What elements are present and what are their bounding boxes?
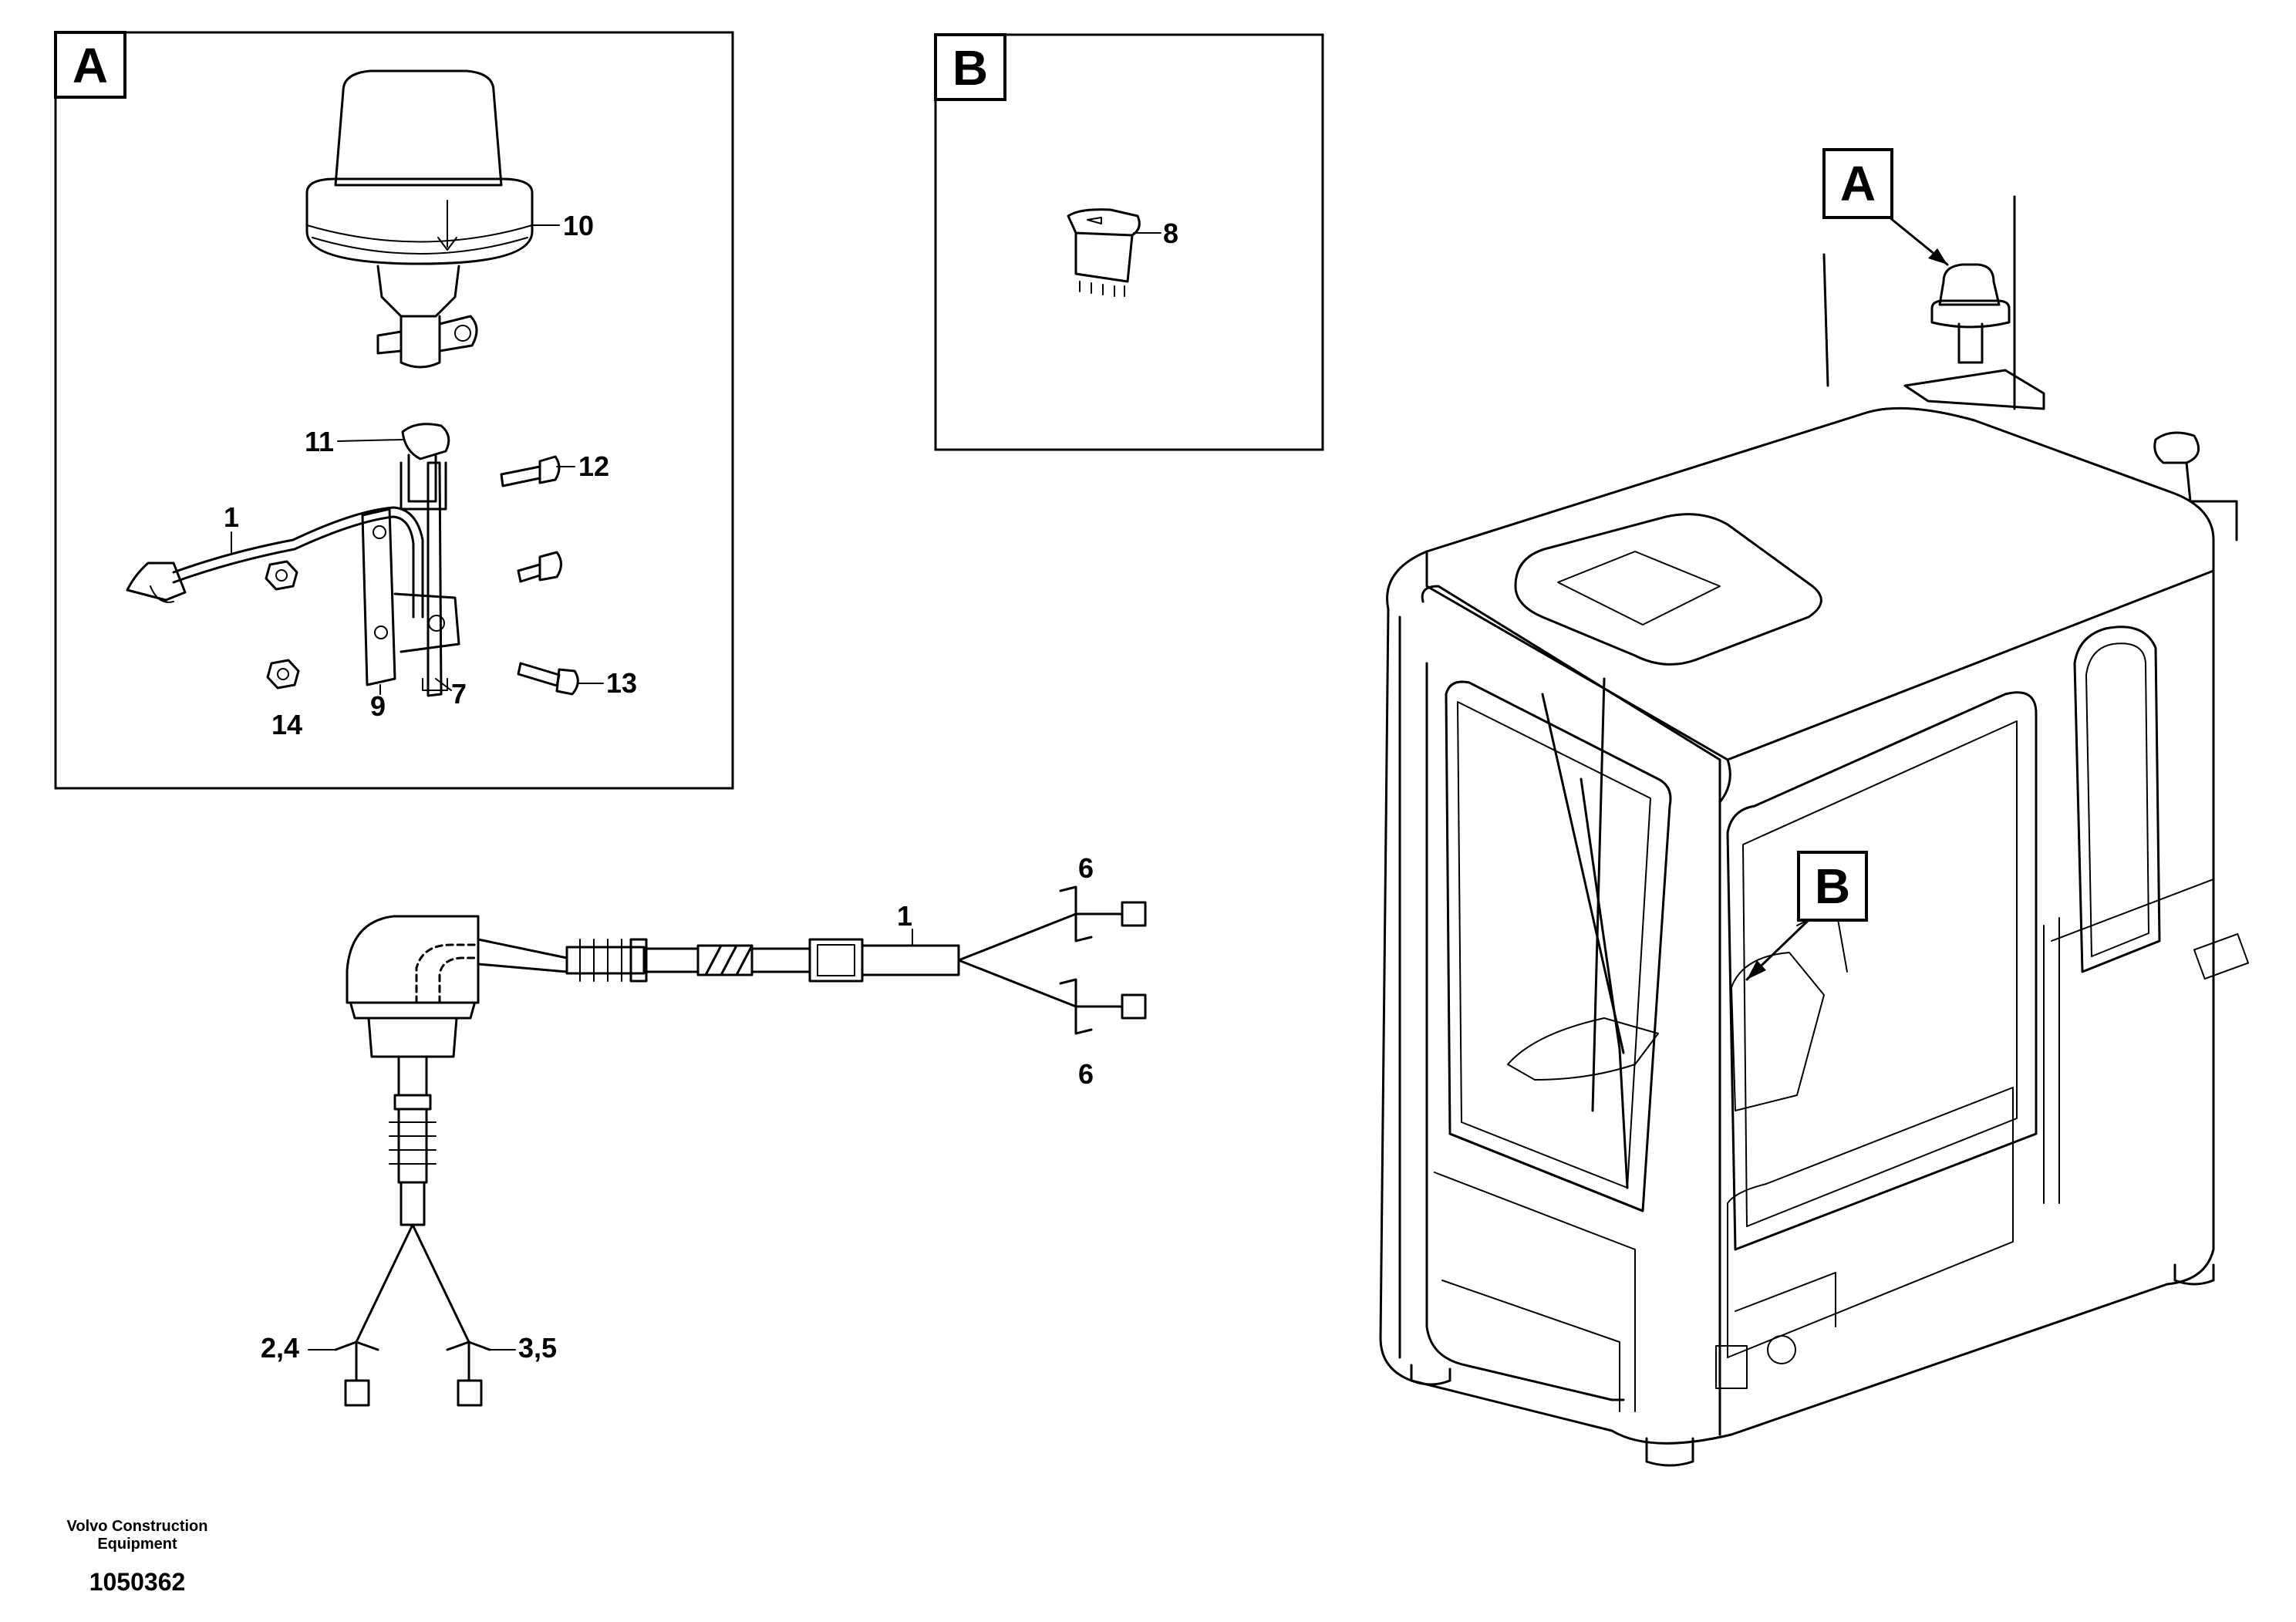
part-label-9: 9 [370,684,386,722]
cab-beacon [1903,263,2045,410]
part-label-3-5: 3,5 [489,1332,557,1364]
part-label-12: 12 [556,450,609,482]
wiring-harness [334,885,1147,1407]
connector-3-5 [457,1379,483,1407]
part-label-11: 11 [305,426,403,457]
svg-text:6: 6 [1078,1058,1094,1090]
svg-text:1: 1 [897,900,912,932]
cab-callout-a-tag [1822,148,1893,219]
bolt-12 [500,455,561,487]
svg-text:14: 14 [271,709,302,740]
company-name-line1: Volvo Construction [67,1518,208,1535]
svg-text:2,4: 2,4 [261,1332,299,1364]
connector-2-4 [344,1379,370,1407]
detail-view-a: A [54,31,734,790]
detail-view-a-frame [54,31,734,790]
detail-view-a-tag [54,31,126,99]
document-number: 1050362 [89,1568,186,1596]
part-label-14: 14 [271,709,302,740]
part-label-6-top: 6 [1078,852,1094,884]
part-label-1-harness: 1 [897,900,913,946]
rocker-switch [1067,208,1141,297]
svg-text:13: 13 [606,667,637,699]
svg-text:3,5: 3,5 [518,1332,557,1364]
detail-view-b-label: B [952,40,988,96]
svg-text:9: 9 [370,690,386,722]
beacon-plug [400,423,450,697]
svg-text:8: 8 [1163,218,1178,249]
connector-6-bottom [1121,993,1147,1020]
detail-view-a-label: A [72,38,108,93]
harness-horizontal-bellows [565,946,646,975]
part-label-10: 10 [531,210,594,241]
svg-text:B: B [1815,858,1850,914]
cab-callout-b-tag [1797,851,1868,922]
beacon-bracket [361,508,460,686]
cab-callout-b: B [1745,851,1868,981]
part-label-1-beacon: 1 [224,501,239,553]
svg-text:12: 12 [578,450,609,482]
part-label-6-bottom: 6 [1078,1058,1094,1090]
part-label-8: 8 [1133,218,1178,249]
svg-text:11: 11 [305,426,334,457]
part-label-13: 13 [578,667,637,699]
bolt-middle [517,551,562,583]
beacon-cable [126,506,424,619]
bolt-13 [517,662,579,696]
cab-illustration [1379,195,2250,1467]
svg-text:1: 1 [224,501,239,533]
nut-14 [266,659,300,690]
connector-6-top [1121,901,1147,927]
part-label-2-4: 2,4 [261,1332,336,1364]
company-name-line2: Equipment [97,1536,177,1553]
detail-view-b-tag [934,33,1006,101]
part-label-7: 7 [435,678,467,710]
beacon-lamp [305,69,534,369]
svg-text:6: 6 [1078,852,1094,884]
detail-view-b: B 8 [934,33,1324,451]
nut-upper [265,560,298,591]
svg-text:7: 7 [451,678,467,710]
svg-text:10: 10 [563,210,594,241]
detail-view-b-frame [934,33,1324,451]
svg-text:A: A [1840,156,1876,211]
cab-callout-a: A [1822,148,1949,266]
footer: Volvo Construction Equipment 1050362 [67,1518,208,1596]
